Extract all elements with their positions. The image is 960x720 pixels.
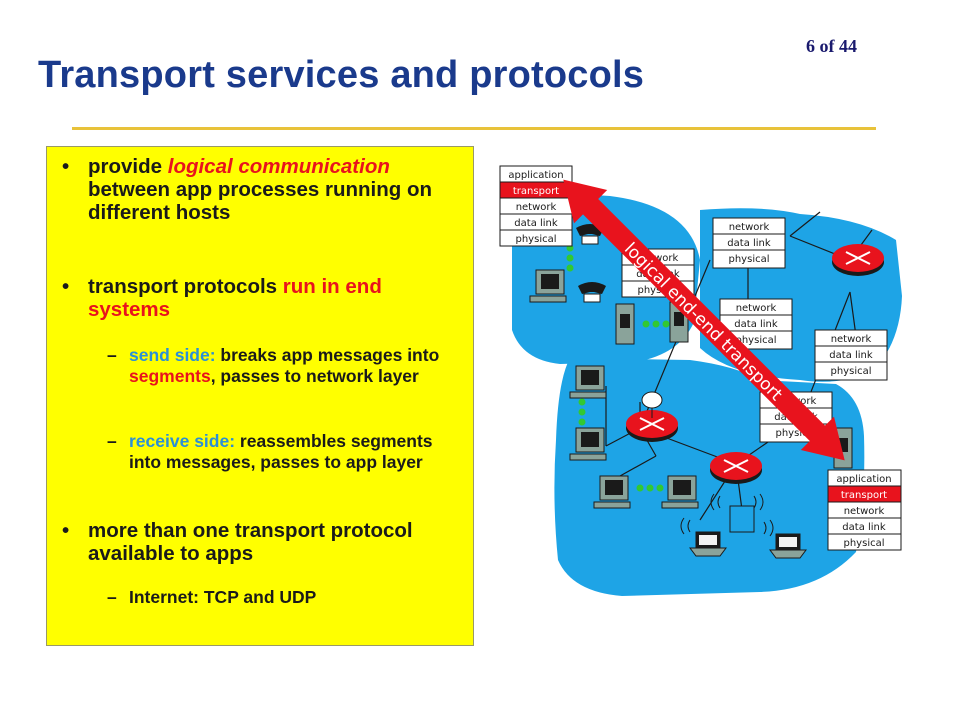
slide-title: Transport services and protocols: [38, 54, 645, 96]
bullet-run-in-end-systems: • transport protocols run in end systems: [62, 275, 382, 321]
svg-text:network: network: [844, 506, 885, 517]
svg-text:physical: physical: [831, 366, 872, 377]
desktop-computer-icon: [529, 269, 567, 303]
svg-text:transport: transport: [841, 490, 887, 501]
sub-bullet-dash: –: [107, 431, 117, 451]
router-icon: [710, 452, 762, 484]
svg-text:network: network: [736, 303, 777, 314]
svg-text:data link: data link: [514, 218, 558, 229]
svg-text:physical: physical: [638, 285, 679, 296]
sub-bullet-dash: –: [107, 587, 117, 607]
svg-text:network: network: [638, 253, 679, 264]
wireless-signal-icon: [680, 493, 774, 537]
svg-text:data link: data link: [734, 319, 778, 330]
sub-bullet-receive-side: – receive side: reassembles segments int…: [107, 431, 433, 472]
page-number: 6 of 44: [806, 36, 857, 56]
svg-text:network: network: [831, 334, 872, 345]
svg-text:physical: physical: [516, 234, 557, 245]
desktop-computer-icon: [661, 475, 699, 509]
router-icon: [626, 410, 678, 442]
bullet-dot: •: [62, 155, 70, 178]
svg-text:network: network: [729, 222, 770, 233]
telephone-icon: [578, 282, 606, 303]
svg-text:data link: data link: [727, 238, 771, 249]
svg-text:application: application: [508, 170, 563, 181]
bullet-logical-communication: • provide logical communication between …: [62, 155, 433, 224]
desktop-computer-icon: [569, 365, 607, 399]
router-icon: [832, 244, 884, 276]
laptop-icon: [769, 533, 807, 559]
protocol-stack-router-b: network data link physical: [712, 217, 786, 269]
wireless-base-station-icon: [729, 505, 755, 533]
svg-text:physical: physical: [776, 428, 817, 439]
protocol-stack-host-right: application transport network data link …: [827, 469, 902, 551]
server-icon: [615, 303, 635, 345]
svg-text:physical: physical: [736, 335, 777, 346]
title-underline: [72, 127, 876, 130]
desktop-computer-icon: [569, 427, 607, 461]
svg-text:data link: data link: [842, 522, 886, 533]
satellite-dish-icon: [641, 391, 663, 418]
protocol-stack-router-d: network data link physical: [814, 329, 888, 381]
sub-bullet-tcp-udp: – Internet: TCP and UDP: [107, 587, 317, 607]
protocol-stack-host-left: application transport network data link …: [499, 165, 573, 247]
sub-bullet-send-side: – send side: breaks app messages into se…: [107, 345, 440, 386]
svg-text:transport: transport: [513, 186, 559, 197]
bullet-multiple-protocols: • more than one transport protocol avail…: [62, 519, 413, 565]
svg-text:application: application: [836, 474, 891, 485]
ellipsis-dots: [566, 244, 670, 492]
sub-bullet-dash: –: [107, 345, 117, 365]
bullet-dot: •: [62, 519, 70, 542]
svg-text:physical: physical: [729, 254, 770, 265]
laptop-icon: [689, 531, 727, 557]
bullet-box: • provide logical communication between …: [46, 146, 474, 646]
svg-text:network: network: [516, 202, 557, 213]
svg-text:physical: physical: [844, 538, 885, 549]
svg-text:data link: data link: [829, 350, 873, 361]
desktop-computer-icon: [593, 475, 631, 509]
bullet-dot: •: [62, 275, 70, 298]
